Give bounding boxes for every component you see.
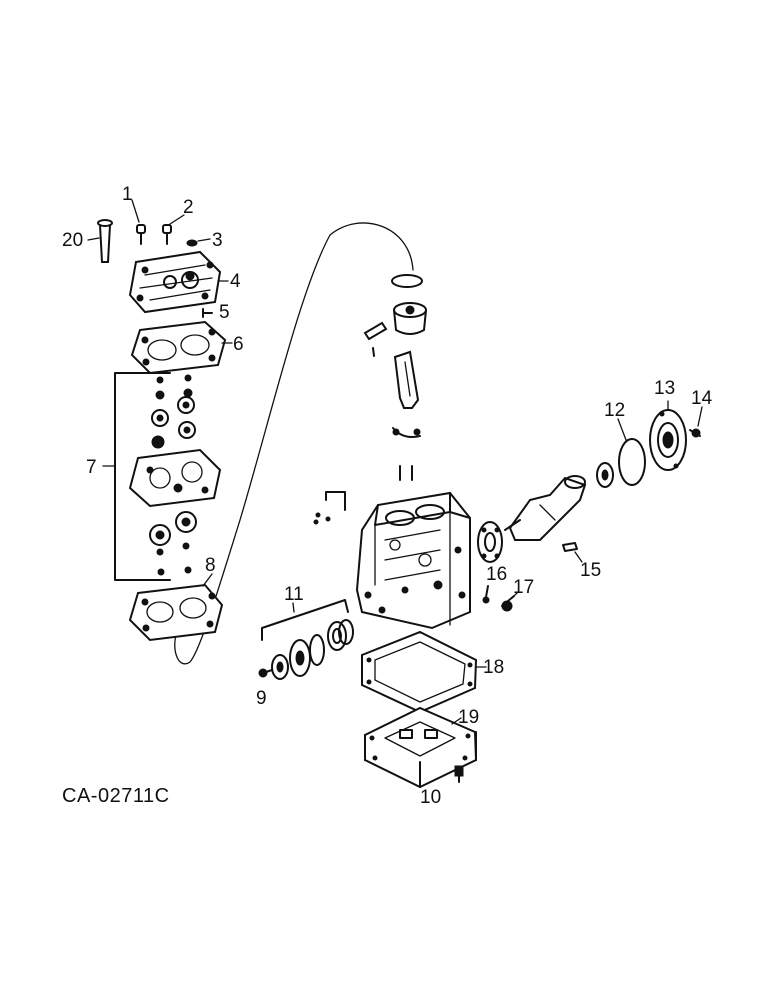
part-14-screw: [689, 428, 701, 438]
callout-14: 14: [691, 388, 713, 409]
shaft-bearing: [596, 462, 614, 488]
part-7-valve-plate-assembly: [114, 372, 222, 581]
part-18-base-gasket: [361, 630, 478, 714]
callout-16: 16: [486, 564, 507, 585]
callout-9: 9: [256, 688, 267, 709]
callout-1: 1: [122, 184, 133, 205]
rod-bearing-cap: [392, 427, 421, 438]
crankcase-block: [355, 491, 471, 630]
piston: [393, 302, 427, 335]
part-6-head-gasket: [130, 320, 227, 375]
drawing-reference: CA-02711C: [62, 785, 170, 807]
piston-pin: [363, 321, 388, 341]
part-10-drain-plug: [454, 765, 464, 783]
part-11-shaft-seal-assembly: [261, 599, 354, 677]
callout-13: 13: [654, 378, 675, 399]
callout-20: 20: [62, 230, 83, 251]
front-bearing-plate: [477, 521, 503, 563]
part-8-valve-plate-gasket: [128, 583, 224, 642]
part-3-washer: [186, 239, 198, 247]
callout-17: 17: [513, 577, 534, 598]
part-15-key: [562, 542, 578, 552]
part-2-bolt: [162, 224, 172, 245]
assembly-leader-curve: [174, 222, 414, 665]
callout-2: 2: [183, 197, 194, 218]
part-19-base-plate: [364, 706, 478, 789]
connecting-rod: [393, 350, 420, 409]
retaining-clip: [313, 491, 346, 525]
part-9-screw: [258, 668, 273, 678]
callout-4: 4: [230, 271, 241, 292]
callout-11: 11: [284, 584, 304, 605]
part-20-long-bolt: [97, 219, 113, 263]
callout-18: 18: [483, 657, 504, 678]
part-1-bolt: [136, 224, 146, 245]
callout-6: 6: [233, 334, 244, 355]
part-13-end-cover: [649, 409, 687, 471]
callout-10: 10: [420, 787, 441, 808]
crankshaft: [504, 475, 587, 541]
piston-rings: [391, 274, 423, 288]
rod-bolts: [399, 465, 413, 481]
callout-3: 3: [212, 230, 223, 251]
callout-8: 8: [205, 555, 216, 576]
callout-19: 19: [458, 707, 479, 728]
part-12-o-ring: [618, 438, 646, 486]
part-5-pin: [202, 308, 213, 318]
shaft-seal-ring: [271, 654, 289, 680]
callout-7: 7: [86, 457, 97, 478]
part-4-cylinder-head: [128, 250, 222, 314]
callout-15: 15: [580, 560, 601, 581]
callout-5: 5: [219, 302, 230, 323]
part-16-pin: [482, 585, 490, 604]
callout-12: 12: [604, 400, 625, 421]
